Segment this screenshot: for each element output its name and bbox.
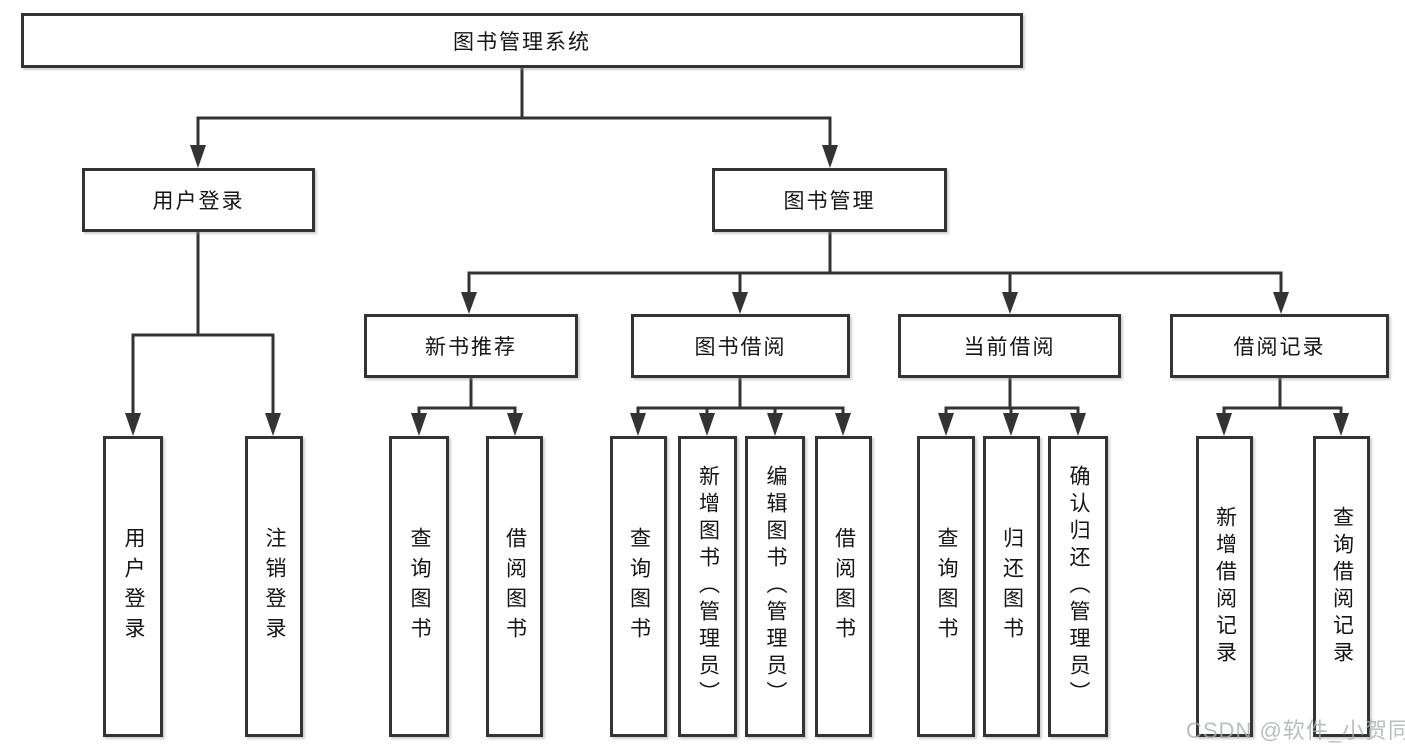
leaf-query-books-recommend: 查询图书	[389, 436, 449, 737]
leaf-logout: 注销登录	[245, 436, 303, 737]
leaf-query-books-borrowing: 查询图书	[610, 436, 667, 737]
node-user-login: 用户登录	[82, 168, 315, 232]
leaf-borrow-books-borrowing: 借阅图书	[815, 436, 872, 737]
leaf-add-borrow-record: 新增借阅记录	[1196, 436, 1253, 737]
node-new-book-recommend: 新书推荐	[364, 314, 578, 378]
node-book-borrowing: 图书借阅	[631, 314, 850, 378]
leaf-return-books: 归还图书	[983, 436, 1040, 737]
leaf-confirm-return-admin: 确认归还（管理员）	[1048, 436, 1108, 737]
leaf-borrow-books-recommend: 借阅图书	[486, 436, 543, 737]
node-borrow-records: 借阅记录	[1170, 314, 1389, 378]
node-library-system: 图书管理系统	[21, 13, 1023, 68]
leaf-query-borrow-record: 查询借阅记录	[1313, 436, 1370, 737]
node-book-management: 图书管理	[712, 168, 947, 232]
csdn-watermark: CSDN @软件_小贺同学	[1186, 718, 1405, 743]
leaf-query-books-current: 查询图书	[917, 436, 975, 737]
leaf-edit-books-admin: 编辑图书（管理员）	[745, 436, 805, 737]
leaf-user-login: 用户登录	[103, 436, 163, 737]
leaf-add-books-admin: 新增图书（管理员）	[678, 436, 737, 737]
node-current-borrowing: 当前借阅	[898, 314, 1121, 378]
